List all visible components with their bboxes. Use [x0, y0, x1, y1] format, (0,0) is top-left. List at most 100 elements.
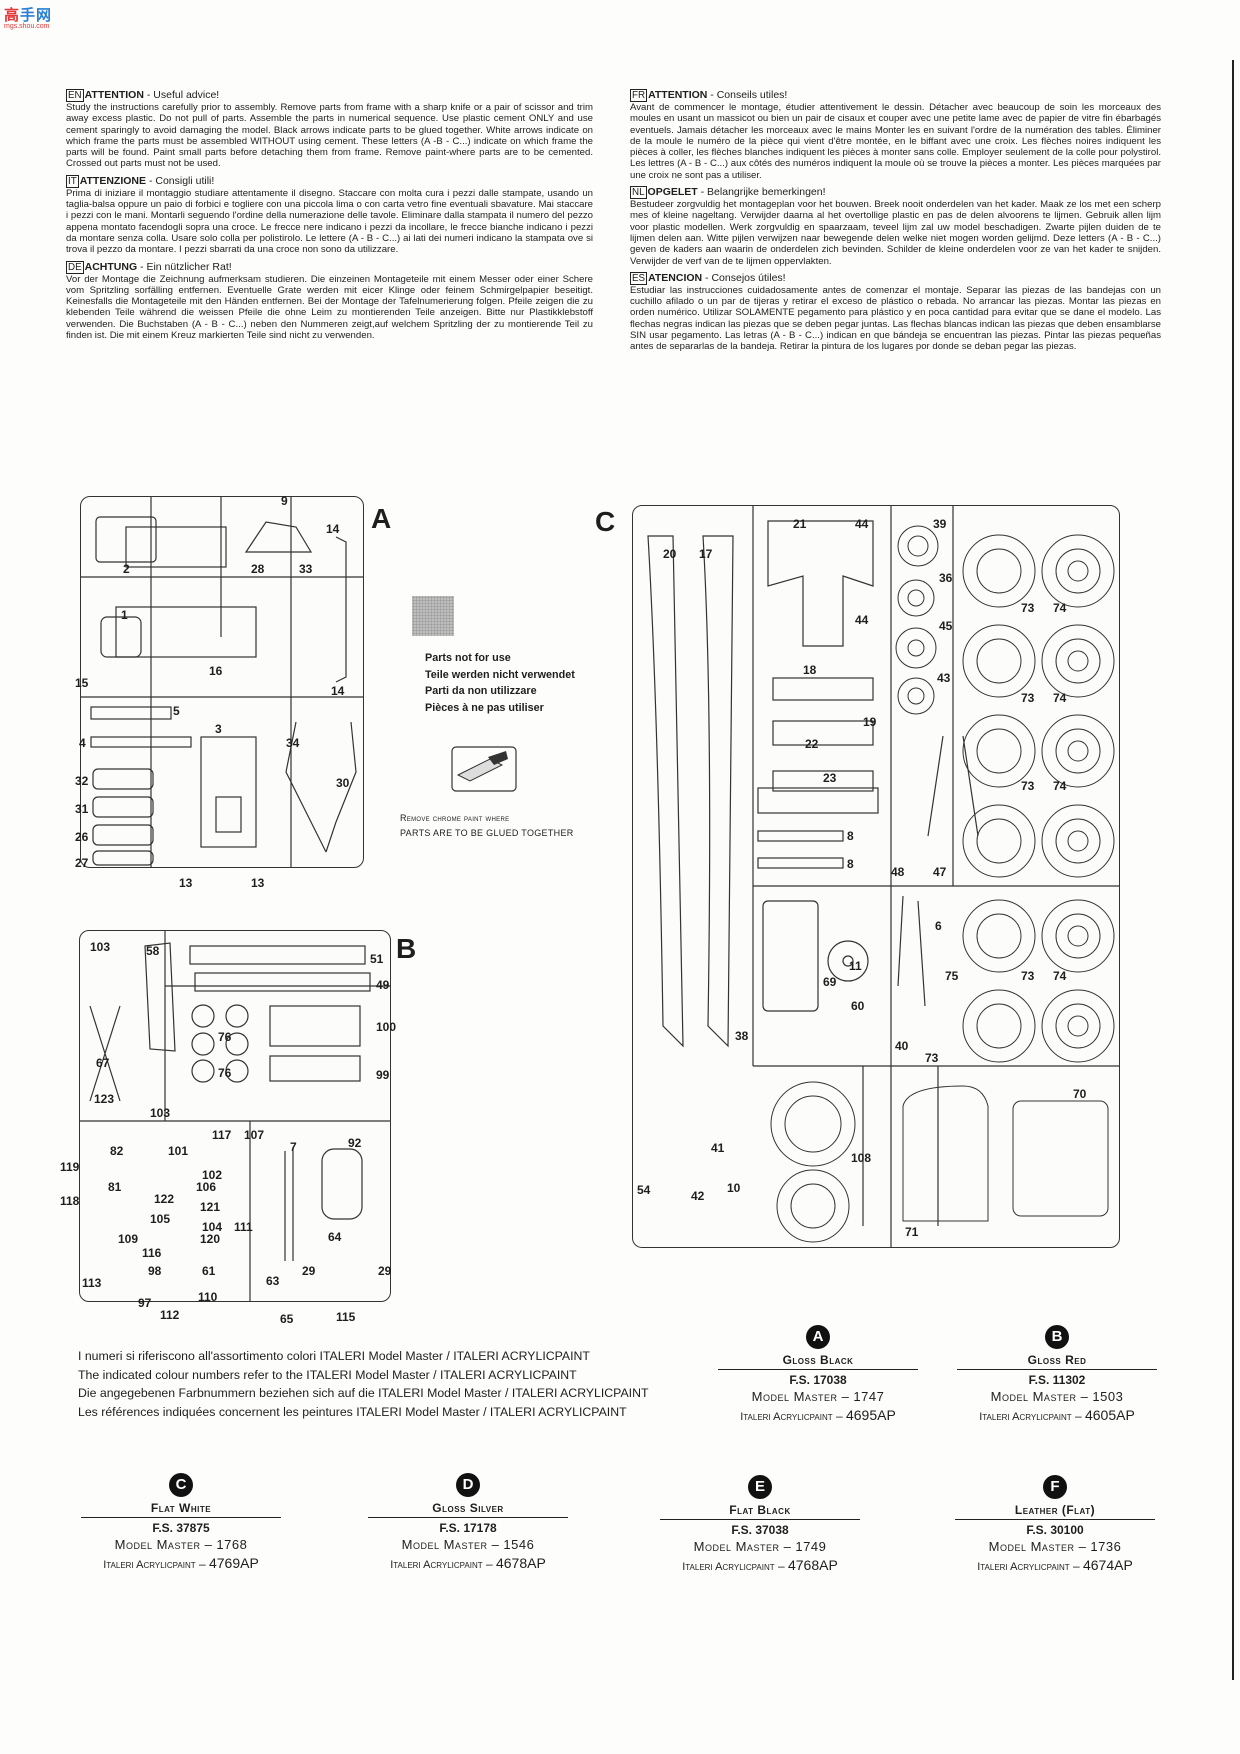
legend-line: Parti da non utilizzare — [425, 685, 537, 697]
colour-badge: A — [806, 1325, 830, 1349]
model-master-label: Model Master — [401, 1537, 488, 1552]
colour-d: D Gloss Silver F.S. 17178 Model Master –… — [368, 1473, 568, 1571]
model-master-code: 1747 — [853, 1389, 885, 1404]
colour-fs: F.S. 17178 — [439, 1521, 497, 1535]
part-number: 121 — [200, 1200, 221, 1214]
model-master-code: 1546 — [503, 1537, 535, 1552]
model-master-code: 1768 — [216, 1537, 248, 1552]
model-master-label: Model Master — [990, 1389, 1077, 1404]
colour-note-line: Les références indiquées concernent les … — [78, 1404, 627, 1419]
model-master-code: 1503 — [1092, 1389, 1124, 1404]
legend-line: Pièces à ne pas utiliser — [425, 701, 544, 714]
instruction-title: ATTENZIONE — [79, 174, 147, 187]
frame-c-drawing — [647, 506, 1119, 1247]
colour-note-line: The indicated colour numbers refer to th… — [78, 1367, 577, 1382]
part-number: 9 — [281, 494, 288, 508]
instruction-subtitle: - Consejos útiles! — [702, 271, 786, 284]
part-number: 73 — [1021, 601, 1035, 615]
part-number: 102 — [202, 1168, 223, 1182]
acrylic-label: Italeri Acrylicpaint — [390, 1559, 483, 1571]
legend-line: parts are to be glued together — [400, 828, 574, 838]
part-number: 61 — [202, 1264, 216, 1278]
part-number: 39 — [933, 517, 947, 531]
part-number: 118 — [60, 1194, 80, 1208]
acrylic-label: Italeri Acrylicpaint — [740, 1411, 833, 1423]
watermark-logo: 高手网 mgs.shou.com — [4, 4, 66, 36]
part-number: 109 — [118, 1232, 139, 1246]
instruction-text: Study the instructions carefully prior t… — [66, 102, 593, 170]
colour-b: B Gloss Red F.S. 11302 Model Master – 15… — [957, 1325, 1157, 1423]
model-master-code: 1736 — [1090, 1539, 1122, 1554]
language-code: FR — [630, 89, 648, 102]
colour-reference-notes: I numeri si riferiscono all'assortimento… — [78, 1347, 648, 1421]
part-number: 21 — [793, 517, 807, 531]
part-number: 42 — [691, 1189, 705, 1203]
part-number: 18 — [803, 663, 817, 677]
frame-b-drawing — [80, 931, 390, 1301]
part-number: 8 — [847, 829, 854, 843]
instruction-text: Prima di iniziare il montaggio studiare … — [66, 187, 593, 256]
part-number: 106 — [196, 1180, 217, 1194]
part-number: 7 — [290, 1140, 297, 1154]
part-number: 117 — [212, 1128, 232, 1142]
part-number: 13 — [179, 876, 193, 890]
watermark-url: mgs.shou.com — [4, 23, 50, 30]
instruction-title: ATTENTION — [648, 89, 708, 101]
colour-badge: D — [456, 1473, 480, 1497]
part-number: 16 — [209, 664, 223, 678]
colour-fs: F.S. 37875 — [152, 1521, 210, 1535]
part-number: 8 — [847, 857, 854, 871]
watermark-char: 高 — [4, 6, 21, 24]
part-number: 73 — [925, 1051, 939, 1065]
acrylic-label: Italeri Acrylicpaint — [977, 1561, 1070, 1573]
part-number: 92 — [348, 1136, 362, 1150]
part-number: 26 — [75, 830, 89, 844]
colour-note-line: Die angegebenen Farbnummern beziehen sic… — [78, 1386, 649, 1400]
acrylic-label: Italeri Acrylicpaint — [682, 1561, 775, 1573]
part-number: 43 — [937, 671, 951, 685]
watermark-text: 手网 — [20, 6, 53, 24]
frame-letter: C — [595, 506, 616, 537]
part-number: 33 — [299, 562, 313, 576]
legend-line: Teile werden nicht verwendet — [425, 668, 575, 681]
part-number: 97 — [138, 1296, 152, 1310]
part-number: 99 — [376, 1068, 390, 1082]
part-number: 98 — [148, 1264, 162, 1278]
acrylic-code: 4768AP — [787, 1557, 838, 1573]
part-number: 103 — [90, 940, 111, 954]
model-master-code: 1749 — [795, 1539, 827, 1554]
part-number: 103 — [150, 1106, 171, 1120]
part-number: 73 — [1021, 969, 1035, 983]
instruction-title: ATTENTION — [84, 89, 144, 101]
part-number: 29 — [378, 1264, 392, 1278]
colour-name: Gloss Black — [718, 1353, 918, 1370]
instruction-subtitle: - Useful advice! — [143, 89, 220, 101]
part-number: 48 — [891, 865, 905, 879]
part-number: 47 — [933, 865, 947, 879]
remove-paint-icon — [451, 746, 517, 792]
part-number: 81 — [108, 1180, 122, 1194]
part-number: 113 — [82, 1276, 102, 1290]
model-master-label: Model Master — [693, 1539, 780, 1554]
part-number: 23 — [823, 771, 837, 785]
part-number: 75 — [945, 969, 959, 983]
part-number: 74 — [1053, 691, 1067, 705]
colour-name: Gloss Red — [957, 1353, 1157, 1370]
part-number: 17 — [699, 547, 713, 561]
part-number: 120 — [200, 1232, 221, 1246]
model-master-label: Model Master — [751, 1389, 838, 1404]
part-number: 44 — [855, 613, 869, 627]
part-number: 115 — [336, 1310, 356, 1324]
language-code: IT — [66, 174, 79, 188]
part-number: 13 — [251, 876, 265, 890]
colour-fs: F.S. 11302 — [1028, 1373, 1086, 1387]
part-number: 60 — [851, 999, 865, 1013]
part-number: 38 — [735, 1029, 749, 1043]
language-code: ES — [630, 271, 648, 285]
part-number: 20 — [663, 547, 677, 561]
part-number: 54 — [637, 1183, 651, 1197]
part-number: 32 — [75, 774, 89, 788]
